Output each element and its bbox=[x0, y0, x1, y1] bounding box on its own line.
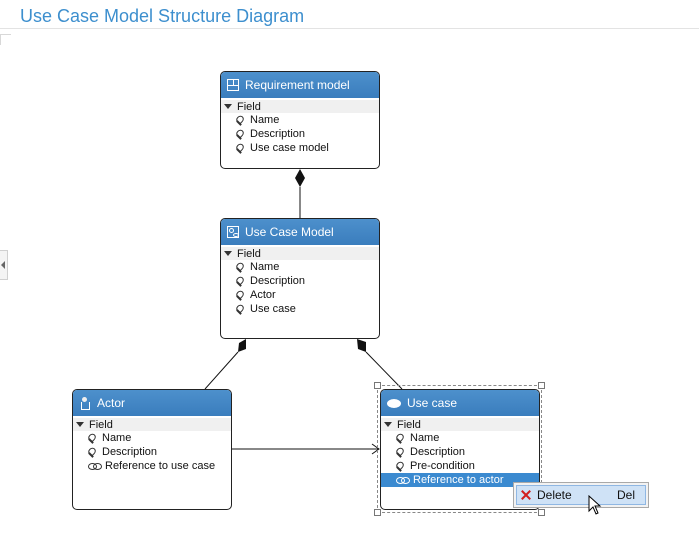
composition-diamond-req bbox=[295, 169, 305, 187]
field-group[interactable]: Field bbox=[381, 418, 539, 431]
field-name[interactable]: Name bbox=[221, 260, 379, 274]
use-case-title: Use case bbox=[407, 396, 458, 410]
link-icon bbox=[396, 475, 410, 485]
delete-shortcut: Del bbox=[617, 488, 636, 502]
field-reference-to-actor[interactable]: Reference to actor bbox=[381, 473, 539, 487]
link-icon bbox=[88, 461, 102, 471]
composition-link-ucm-actor bbox=[204, 351, 239, 390]
wrench-icon bbox=[236, 143, 246, 153]
field-name[interactable]: Name bbox=[381, 431, 539, 445]
ellipse-icon bbox=[387, 398, 401, 408]
composition-diamond-usecase bbox=[357, 339, 366, 352]
canvas-corner bbox=[0, 34, 11, 45]
use-case-model-box[interactable]: Use Case Model Field Name Description Ac… bbox=[220, 218, 380, 339]
wrench-icon bbox=[236, 290, 246, 300]
grid-icon bbox=[227, 79, 239, 91]
wrench-icon bbox=[396, 433, 406, 443]
composition-link-ucm-usecase bbox=[365, 351, 403, 390]
field-reference-to-use-case[interactable]: Reference to use case bbox=[73, 459, 231, 473]
wrench-icon bbox=[88, 447, 98, 457]
composition-diamond-actor bbox=[238, 339, 246, 352]
wrench-icon bbox=[88, 433, 98, 443]
use-case-header[interactable]: Use case bbox=[381, 390, 539, 416]
resize-handle-top-left[interactable] bbox=[374, 382, 381, 389]
context-menu-delete[interactable]: Delete Del bbox=[516, 485, 646, 505]
wrench-icon bbox=[396, 461, 406, 471]
field-name[interactable]: Name bbox=[221, 113, 379, 127]
requirement-model-box[interactable]: Requirement model Field Name Description… bbox=[220, 71, 380, 169]
context-menu: Delete Del bbox=[513, 482, 649, 508]
expand-triangle-icon[interactable] bbox=[224, 251, 232, 256]
requirement-model-header[interactable]: Requirement model bbox=[221, 72, 379, 98]
use-case-model-header[interactable]: Use Case Model bbox=[221, 219, 379, 245]
field-description[interactable]: Description bbox=[221, 274, 379, 288]
wrench-icon bbox=[236, 262, 246, 272]
resize-handle-bottom-right[interactable] bbox=[538, 509, 545, 516]
wrench-icon bbox=[236, 115, 246, 125]
selection-frame bbox=[377, 385, 542, 513]
field-group[interactable]: Field bbox=[221, 247, 379, 260]
diagram-title: Use Case Model Structure Diagram bbox=[20, 6, 305, 26]
use-case-model-title: Use Case Model bbox=[245, 225, 334, 239]
field-actor[interactable]: Actor bbox=[221, 288, 379, 302]
wrench-icon bbox=[236, 129, 246, 139]
reference-arrowhead bbox=[371, 443, 380, 455]
field-name[interactable]: Name bbox=[73, 431, 231, 445]
wrench-icon bbox=[396, 447, 406, 457]
requirement-model-title: Requirement model bbox=[245, 78, 350, 92]
collapse-panel-tab[interactable] bbox=[0, 250, 8, 280]
resize-handle-top-right[interactable] bbox=[538, 382, 545, 389]
use-case-model-icon bbox=[227, 226, 239, 238]
field-description[interactable]: Description bbox=[381, 445, 539, 459]
field-description[interactable]: Description bbox=[73, 445, 231, 459]
field-description[interactable]: Description bbox=[221, 127, 379, 141]
actor-icon bbox=[79, 397, 91, 410]
field-group[interactable]: Field bbox=[221, 100, 379, 113]
field-group[interactable]: Field bbox=[73, 418, 231, 431]
actor-header[interactable]: Actor bbox=[73, 390, 231, 416]
wrench-icon bbox=[236, 304, 246, 314]
title-divider bbox=[0, 28, 699, 29]
expand-triangle-icon[interactable] bbox=[224, 104, 232, 109]
expand-triangle-icon[interactable] bbox=[384, 422, 392, 427]
actor-box[interactable]: Actor Field Name Description Reference t… bbox=[72, 389, 232, 510]
field-use-case-model[interactable]: Use case model bbox=[221, 141, 379, 155]
expand-triangle-icon[interactable] bbox=[76, 422, 84, 427]
resize-handle-bottom-left[interactable] bbox=[374, 509, 381, 516]
field-pre-condition[interactable]: Pre-condition bbox=[381, 459, 539, 473]
mouse-pointer-icon bbox=[588, 495, 602, 515]
wrench-icon bbox=[236, 276, 246, 286]
actor-title: Actor bbox=[97, 396, 126, 410]
field-use-case[interactable]: Use case bbox=[221, 302, 379, 316]
red-x-icon bbox=[521, 490, 531, 500]
delete-label: Delete bbox=[537, 488, 572, 502]
